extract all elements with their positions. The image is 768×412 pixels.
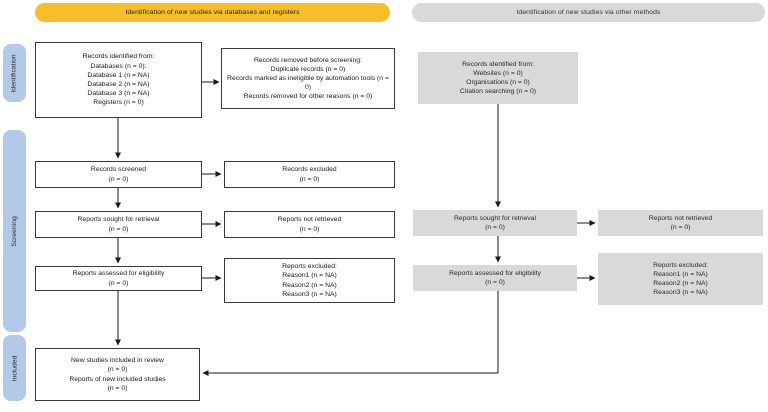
banner-databases-registers: Identification of new studies via databa… xyxy=(35,3,390,22)
box-other-records-identified: Records identified from: Websites (n = 0… xyxy=(418,52,578,104)
stage-identification: Identification xyxy=(3,44,26,102)
box-records-identified-databases: Records identified from: Databases (n = … xyxy=(35,42,202,118)
banner-other-methods: Identification of new studies via other … xyxy=(412,3,765,22)
box-other-reports-assessed: Reports assessed for eligibility (n = 0) xyxy=(413,265,577,291)
box-reports-sought: Reports sought for retrieval (n = 0) xyxy=(35,211,202,238)
box-records-removed-before-screening: Records removed before screening: Duplic… xyxy=(221,48,395,109)
banner-other-methods-label: Identification of new studies via other … xyxy=(516,9,661,16)
banner-databases-label: Identification of new studies via databa… xyxy=(125,9,300,16)
stage-included-label: Included xyxy=(11,355,19,381)
box-other-reports-sought: Reports sought for retrieval (n = 0) xyxy=(413,210,577,236)
stage-identification-label: Identification xyxy=(11,53,19,93)
stage-screening: Screening xyxy=(3,130,26,332)
box-records-screened: Records screened (n = 0) xyxy=(35,161,202,188)
box-reports-assessed: Reports assessed for eligibility (n = 0) xyxy=(35,266,202,291)
stage-included: Included xyxy=(3,335,26,401)
box-records-excluded: Records excluded (n = 0) xyxy=(224,161,395,188)
box-other-reports-not-retrieved: Reports not retrieved (n = 0) xyxy=(598,210,763,236)
box-new-studies-included: New studies included in review (n = 0) R… xyxy=(35,348,200,401)
box-reports-excluded: Reports excluded: Reason1 (n = NA) Reaso… xyxy=(224,258,395,303)
stage-screening-label: Screening xyxy=(11,215,19,247)
arrow-other-assessed-to-included xyxy=(202,291,499,376)
box-reports-not-retrieved: Reports not retrieved (n = 0) xyxy=(224,211,395,238)
box-other-reports-excluded: Reports excluded: Reason1 (n = NA) Reaso… xyxy=(598,253,763,305)
